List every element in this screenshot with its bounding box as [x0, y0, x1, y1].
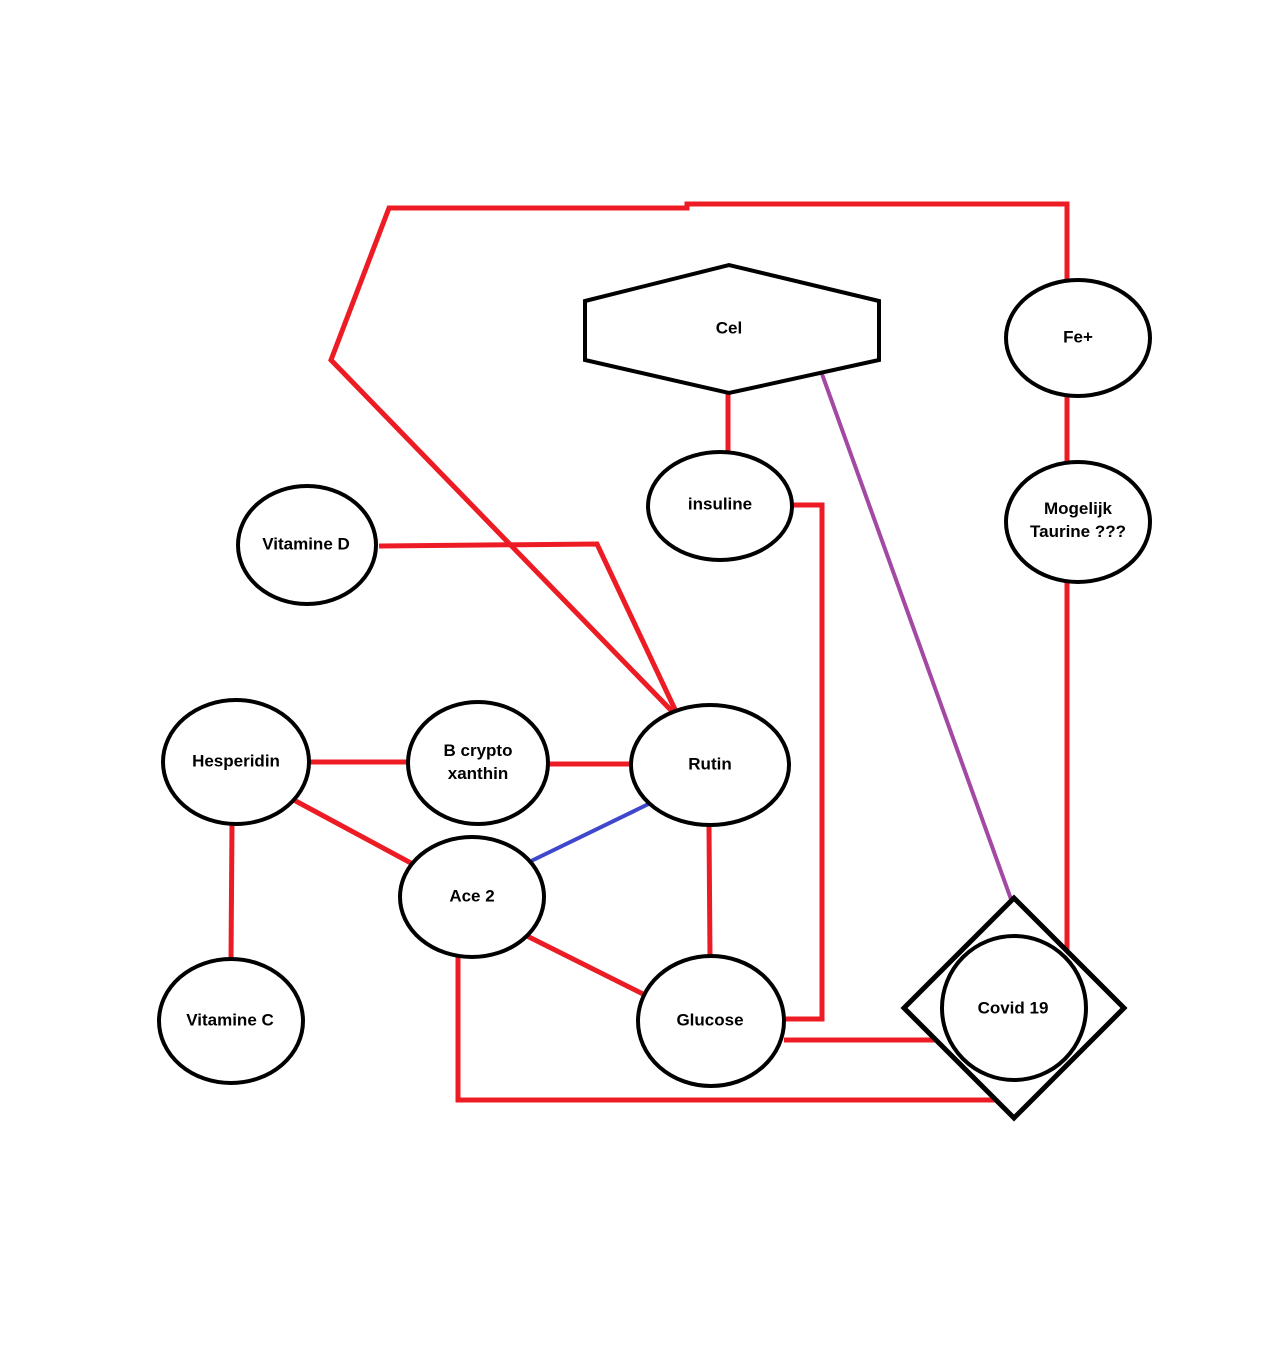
covid19-node-circle	[940, 934, 1088, 1082]
edge-ace2-rutin-line	[526, 795, 664, 865]
insuline-node-ellipse	[646, 450, 794, 562]
edge-insuline-glucose-line	[786, 502, 825, 1022]
edges-group	[228, 201, 1070, 1103]
b-crypto-xanthin-node-ellipse	[406, 700, 550, 826]
edge-vitamined-rutin-line	[378, 541, 691, 739]
cel-node-hexagon	[583, 262, 881, 396]
edge-ace2-glucose-line	[525, 933, 651, 1000]
edge-rutin-glucose-line	[706, 824, 713, 959]
edge-hesperidin-vitaminec-line	[228, 823, 235, 961]
vitamine-d-node-ellipse	[236, 484, 378, 606]
rutin-node-ellipse	[629, 703, 791, 827]
edge-ace2-covid19-line	[455, 956, 1000, 1103]
vitamine-c-node-ellipse	[157, 957, 305, 1085]
nodes-group	[157, 262, 1152, 1122]
glucose-node-ellipse	[636, 954, 786, 1088]
edge-hesperidin-ace2-line	[290, 796, 424, 872]
taurine-node-ellipse	[1004, 460, 1152, 584]
edge-cel-covid19-line	[820, 373, 1014, 903]
hesperidin-node-ellipse	[161, 698, 311, 826]
fe-node-ellipse	[1004, 278, 1152, 398]
edge-rutin-fe-line	[328, 201, 1070, 739]
ace2-node-ellipse	[398, 835, 546, 959]
